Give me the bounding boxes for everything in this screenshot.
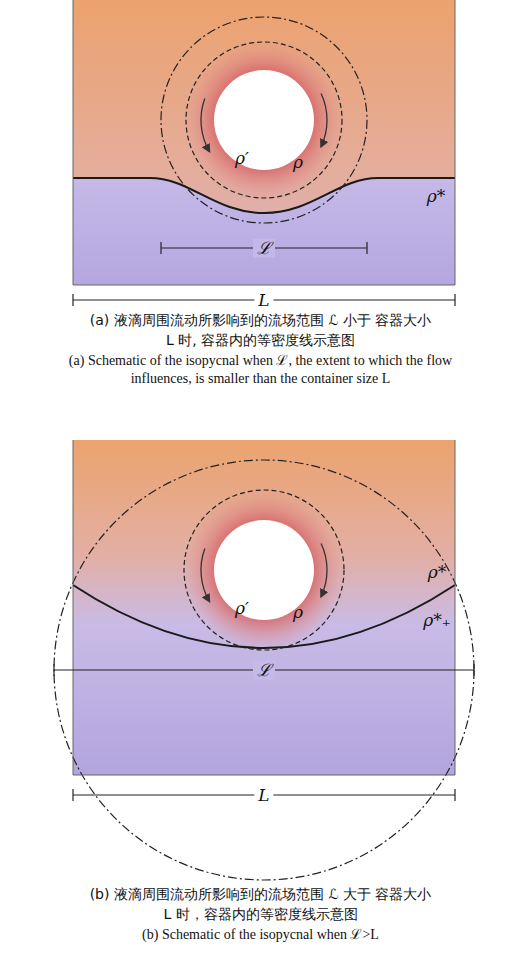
panel-b [54,440,474,880]
caption-b: (b) 液滴周围流动所影响到的流场范围 ℒ 大于 容器大小 L 时，容器内的等密… [0,884,521,944]
panel-a [73,0,455,306]
container-size-label: L [254,786,273,805]
caption-english: (a) Schematic of the isopycnal when ℒ, t… [61,352,461,388]
container-size-label: L [254,291,273,310]
density-symbol: ρ* [428,563,447,582]
influence-extent-label: ℒ [253,239,275,258]
density-symbol: ρ [293,603,303,622]
caption-chinese: (b) 液滴周围流动所影响到的流场范围 ℒ 大于 容器大小 L 时，容器内的等密… [88,884,433,924]
density-symbol: ρ*₊ [423,611,450,630]
caption-a: (a) 液滴周围流动所影响到的流场范围 ℒ 小于 容器大小 L 时, 容器内的等… [0,310,521,388]
density-symbol: ρ* [427,187,446,206]
caption-english: (b) Schematic of the isopycnal when ℒ>L [61,926,461,944]
density-symbol: ρ′ [235,149,249,168]
caption-chinese: (a) 液滴周围流动所影响到的流场范围 ℒ 小于 容器大小 L 时, 容器内的等… [88,310,433,350]
density-symbol: ρ′ [235,599,249,618]
influence-extent-label: ℒ [253,661,275,680]
density-symbol: ρ [293,153,303,172]
